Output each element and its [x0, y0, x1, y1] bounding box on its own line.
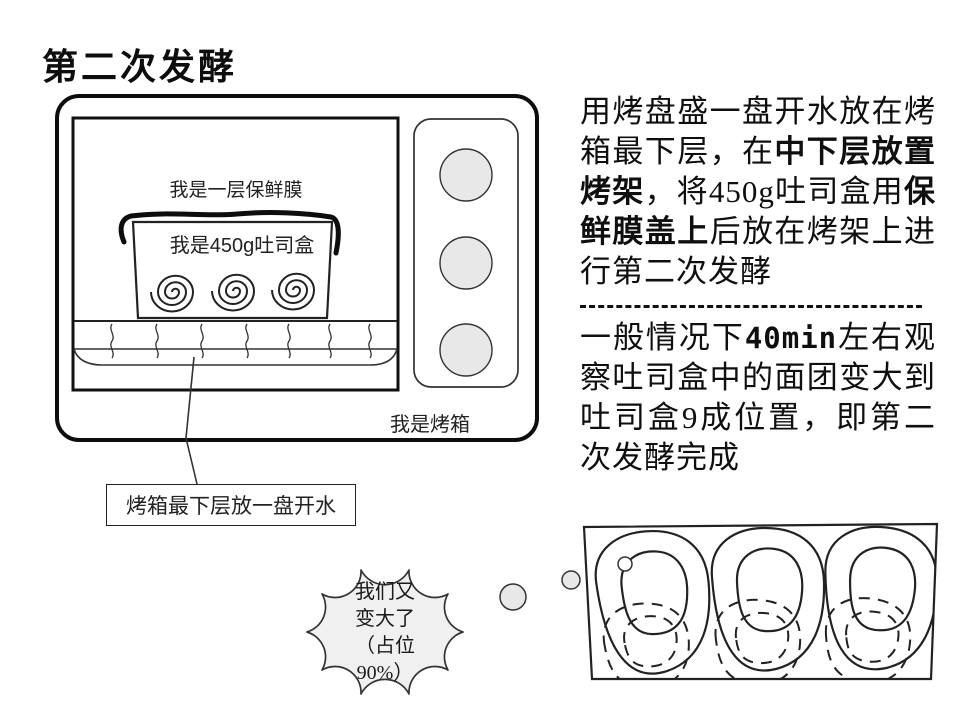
thought-trail-dot [561, 570, 581, 590]
para1-seg6-bold: 保鲜膜盖上 [580, 174, 937, 249]
oven-knob-icon [439, 148, 493, 202]
oven-knob-icon [439, 323, 493, 377]
instructions-paragraph-2: 一般情况下40min左右观察吐司盒中的面团变大到吐司盒9成位置，即第二次发酵完成 [580, 318, 936, 478]
para1-seg5: 吐司盒用 [774, 174, 905, 209]
thought-trail-dot [499, 583, 527, 611]
para1-seg2-bold: 中下层放置烤架 [580, 134, 937, 209]
thought-trail-dot [617, 556, 633, 572]
instructions-paragraph-1: 用烤盘盛一盘开水放在烤箱最下层，在中下层放置烤架，将450g吐司盒用保鲜膜盖上后… [580, 92, 936, 292]
para2-seg1: 一般情况下 [580, 320, 745, 355]
oven-knob-icon [439, 236, 493, 290]
toast-box-group [118, 210, 341, 320]
toast-box-label: 我是450g吐司盒 [169, 235, 315, 257]
oven-label: 我是烤箱 [390, 414, 470, 436]
thought-line-1: 我们又 [355, 581, 415, 603]
para2-fill-level-value: 9 [681, 400, 699, 435]
para1-weight-value: 450g [708, 174, 775, 209]
para1-seg1: 用烤盘盛一盘开水放在烤箱最下层，在 [580, 94, 936, 169]
instructions-text: 用烤盘盛一盘开水放在烤箱最下层，在中下层放置烤架，将450g吐司盒用保鲜膜盖上后… [580, 92, 936, 478]
dashed-divider [580, 305, 922, 308]
para1-seg7: 后放在烤架上进行第二次发酵 [580, 214, 937, 289]
steam-lines [110, 323, 372, 359]
water-tray-callout-text: 烤箱最下层放一盘开水 [126, 495, 336, 518]
callout-leader-line [185, 356, 198, 485]
thought-line-2: 变大了 [355, 608, 415, 630]
oven-control-panel [413, 118, 519, 388]
para2-seg5: 成位置，即第二次发酵完成 [580, 400, 937, 475]
risen-dough-box [582, 522, 939, 681]
para1-seg3: ，将 [644, 174, 709, 209]
para2-seg3: 左右观察吐司盒中的面团变大到吐司盒 [580, 320, 937, 435]
risen-dough-box-outline [582, 522, 939, 681]
thought-line-3: （占位 [355, 635, 415, 657]
water-tray [73, 348, 398, 366]
page-title: 第二次发酵 [42, 46, 238, 87]
water-tray-callout: 烤箱最下层放一盘开水 [106, 484, 356, 526]
plastic-wrap-label: 我是一层保鲜膜 [169, 180, 303, 201]
thought-bubble-cloud [306, 569, 464, 695]
plastic-wrap [118, 210, 341, 256]
thought-bubble-text: 我们又 变大了 （占位 90%） [322, 579, 448, 687]
toast-box [131, 220, 334, 320]
para2-duration-value: 40min [744, 321, 838, 355]
thought-line-4: 90%） [356, 662, 414, 684]
